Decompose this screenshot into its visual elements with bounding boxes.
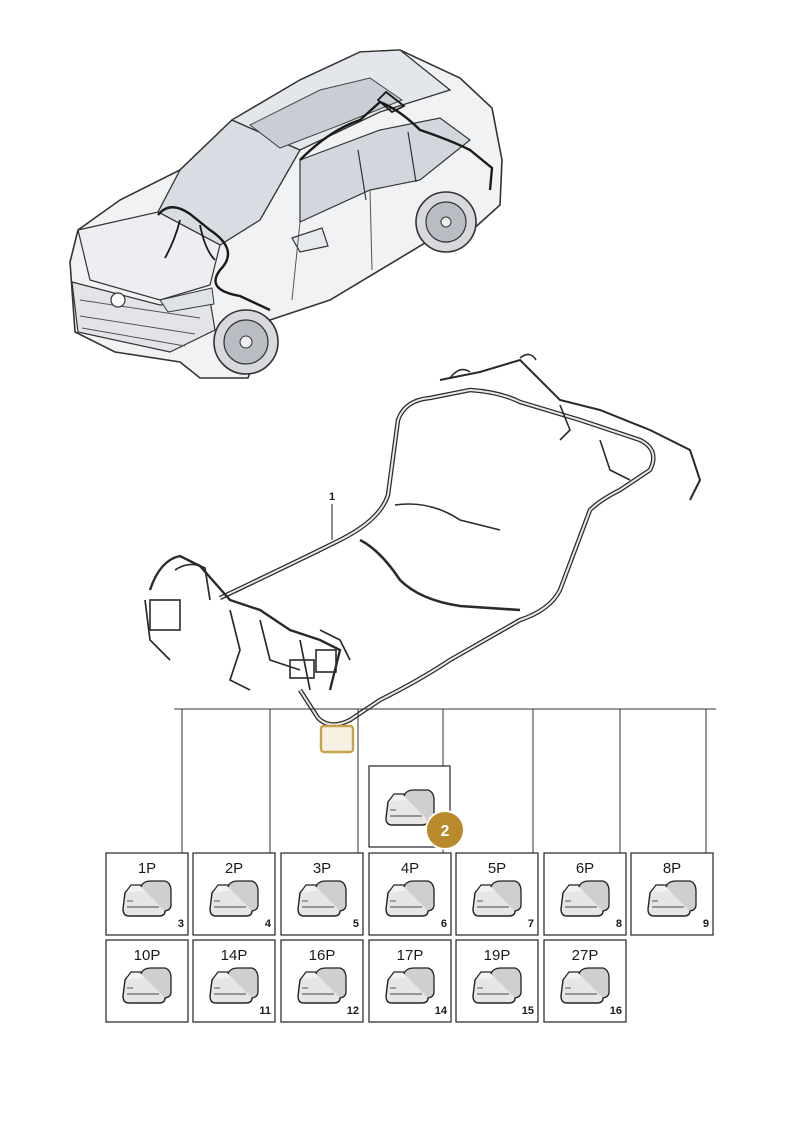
connector-icon: [209, 880, 259, 917]
connector-cell: 10P: [105, 939, 189, 1023]
connector-cell: 5P 7: [455, 852, 539, 936]
harness-callout-number: 1: [329, 491, 335, 503]
pin-count-label: 19P: [484, 947, 511, 964]
pin-count-label: 2P: [225, 860, 243, 877]
part-number: 14: [435, 1005, 448, 1017]
connector-cell: 3P 5: [280, 852, 364, 936]
connector-icon: [385, 967, 435, 1004]
connector-cell: 27P 16: [543, 939, 627, 1023]
pin-count-label: 1P: [138, 860, 156, 877]
part-number: 5: [353, 918, 359, 930]
pin-count-label: 17P: [397, 947, 424, 964]
connector-icon: [647, 880, 697, 917]
connector-cell: 8P 9: [630, 852, 714, 936]
connector-icon: [560, 967, 610, 1004]
connector-cell-frame: [192, 852, 276, 936]
connector-icon: [472, 967, 522, 1004]
vehicle-illustration: [69, 49, 503, 379]
pin-count-label: 5P: [488, 860, 506, 877]
part-number: 3: [178, 918, 184, 930]
pin-count-label: 10P: [134, 947, 161, 964]
part-number: 7: [528, 918, 534, 930]
part-number: 8: [616, 918, 622, 930]
part-number: 12: [347, 1005, 359, 1017]
part-number: 9: [703, 918, 709, 930]
connector-icon: [385, 880, 435, 917]
connector-icon: [472, 880, 522, 917]
pin-count-label: 4P: [401, 860, 419, 877]
pin-count-label: 3P: [313, 860, 331, 877]
connector-icon: [122, 880, 172, 917]
part-number: 15: [522, 1005, 534, 1017]
connector-icon: [297, 880, 347, 917]
pin-count-label: 6P: [576, 860, 594, 877]
connector-detail-box: 2: [368, 765, 465, 850]
connector-cell: 2P 4: [192, 852, 276, 936]
connector-icon: [560, 880, 610, 917]
part-number: 16: [610, 1005, 622, 1017]
connector-icon: [297, 967, 347, 1004]
connector-callout-number: 2: [441, 823, 450, 840]
connector-cell: 14P 11: [192, 939, 276, 1023]
connector-callout-badge: [425, 810, 465, 850]
connector-cell: 17P 14: [368, 939, 452, 1023]
connector-cell: 1P 3: [105, 852, 189, 936]
connector-cell: 4P 6: [368, 852, 452, 936]
pin-count-label: 16P: [309, 947, 336, 964]
part-number: 11: [259, 1005, 271, 1017]
pin-count-label: 14P: [221, 947, 248, 964]
connector-cell: 19P 15: [455, 939, 539, 1023]
wiring-harness-illustration: 1: [144, 353, 702, 727]
connector-icon: [122, 967, 172, 1004]
pin-count-label: 8P: [663, 860, 681, 877]
highlight-box: [319, 724, 355, 754]
connector-cell: 6P 8: [543, 852, 627, 936]
connector-cell: 16P 12: [280, 939, 364, 1023]
pin-count-label: 27P: [572, 947, 599, 964]
part-number: 6: [441, 918, 447, 930]
connector-icon: [209, 967, 259, 1004]
connector-cell-frame: [280, 852, 364, 936]
part-number: 4: [265, 918, 272, 930]
